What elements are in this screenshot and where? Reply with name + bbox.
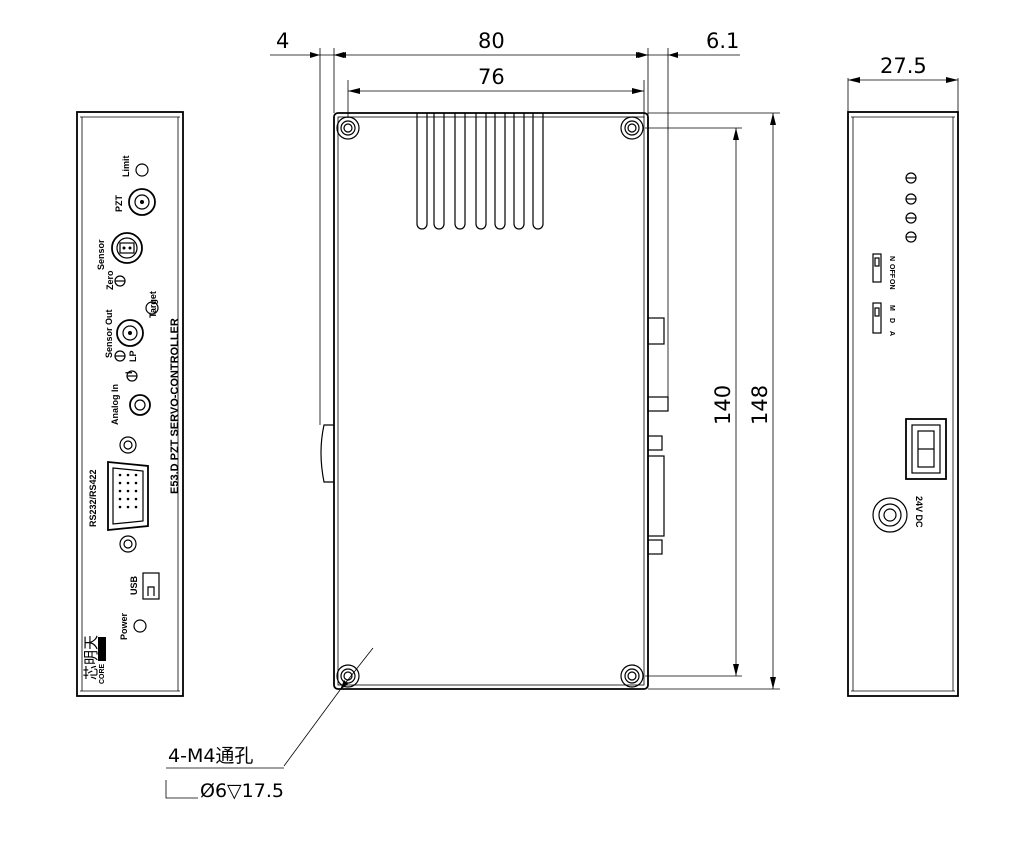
side-connector [647,539,663,555]
sensor-out-label: Sensor Out [104,309,114,358]
dim-right-offset: 6.1 [706,29,739,53]
lp-label: LP [128,350,138,362]
logo-bar [98,637,106,661]
dim-hole-spacing-w: 76 [478,65,505,89]
front-panel: Limit PZT Sensor Zero Target Sensor Out … [76,111,184,697]
zero-label: Zero [105,270,115,290]
top-view-body [333,112,649,690]
switch2-label-a: A [888,331,895,336]
sensor-connector [111,232,143,264]
dim-left-offset: 4 [276,29,289,53]
mounting-hole [620,116,644,140]
target-led [145,301,159,315]
trim-knob [905,231,917,243]
mounting-hole [336,664,360,688]
mounting-hole [620,664,644,688]
limit-led [135,163,149,177]
side-connector [647,435,663,451]
logo-text: 芯明天 [82,635,100,680]
side-connector [647,396,669,412]
switch1-label-off: OFF [888,264,895,279]
side-knob [320,424,334,483]
side-connector [647,455,665,537]
logo-sub: CORE [99,663,106,684]
sensor-label: Sensor [96,239,106,270]
limit-label: Limit [121,155,131,177]
switch2-label-m: M [888,305,895,311]
power-switch [905,418,947,480]
rs232-label: RS232/RS422 [88,469,98,527]
analog-in-label: Analog In [110,384,120,425]
front-panel-outline [76,111,184,697]
vent-slots [416,113,544,230]
hole-note-line1: 4-M4通孔 [168,745,253,767]
pzt-label: PZT [114,194,124,212]
usb-port [142,572,160,600]
switch1-label-on: ON [888,279,895,290]
hole-note-line2: Ø6▽17.5 [200,780,284,802]
power-led [133,619,147,633]
trim-knob [905,193,917,205]
rear-panel: 27.5 N OFF ON M D A 24V DC [847,54,959,697]
switch1-label-n: N [888,256,895,261]
dc-jack [872,497,908,533]
analog-in-connector [129,394,151,416]
top-view: 4 80 6.1 76 140 148 [165,29,780,802]
trim-knob [905,172,917,184]
dim-total-height: 148 [748,385,772,425]
target-label: Target [148,291,158,318]
dim-total-width: 80 [478,29,505,53]
mounting-hole [336,116,360,140]
dsub-screw-bottom [119,535,137,553]
side-connector [647,317,665,345]
dsub-connector [107,461,149,531]
dsub-screw-top [119,436,137,454]
mode-switch-1 [872,253,882,283]
dim-hole-spacing-h: 140 [711,385,735,425]
power-label: Power [119,612,129,640]
pzt-connector [128,188,156,216]
usb-label: USB [129,575,139,595]
rear-panel-outline [847,111,959,697]
mode-switch-2 [872,302,882,334]
panel-title: E53.D PZT SERVO-CONTROLLER [169,318,181,494]
power-input-label: 24V DC [914,496,924,528]
dim-depth: 27.5 [880,54,927,78]
switch2-label-d: D [888,318,895,323]
sensor-out-connector [116,319,144,347]
trim-knob [905,212,917,224]
